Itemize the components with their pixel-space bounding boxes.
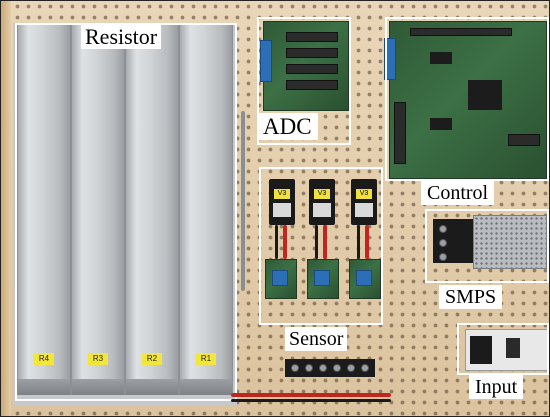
resistor-r4: R4 xyxy=(17,23,71,395)
adc-header xyxy=(286,64,338,74)
input-terminal xyxy=(470,336,492,364)
black-wire xyxy=(357,225,360,259)
resistor-r1: R1 xyxy=(179,23,233,395)
input-label: Input xyxy=(469,375,524,399)
resistor-outline xyxy=(15,23,237,401)
sensor-tag: V3 xyxy=(314,189,330,199)
smps-outline xyxy=(425,209,549,283)
resistor-r2: R2 xyxy=(125,23,179,395)
ic-chip xyxy=(430,52,452,64)
screw xyxy=(333,364,341,372)
control-header xyxy=(508,134,540,146)
voltage-sensor-1: V3 xyxy=(269,179,295,225)
adc-header xyxy=(286,48,338,58)
black-wire xyxy=(275,225,278,259)
sensor-pot xyxy=(356,270,372,286)
smps-unit xyxy=(473,215,547,269)
screw xyxy=(439,225,447,233)
adc-connector xyxy=(260,40,272,82)
control-board xyxy=(384,21,547,179)
screw xyxy=(319,364,327,372)
sensor-label: Sensor xyxy=(285,327,348,351)
sensor-pot xyxy=(272,270,288,286)
screw xyxy=(439,239,447,247)
resistor-foot xyxy=(18,379,70,395)
current-sensor-3 xyxy=(349,259,381,299)
sensor-pot xyxy=(314,270,330,286)
resistor-foot xyxy=(126,379,178,395)
resistor-bank: R4 R3 R2 R1 xyxy=(13,23,237,405)
adc-header xyxy=(286,32,338,42)
adc-label: ADC xyxy=(257,113,318,140)
sensor-outline xyxy=(259,167,383,325)
control-outline xyxy=(385,17,549,181)
black-wire xyxy=(315,225,318,259)
screw xyxy=(439,253,447,261)
sensor-window xyxy=(313,203,331,217)
resistor-foot xyxy=(72,379,124,395)
resistor-tag: R4 xyxy=(34,353,54,365)
red-wire xyxy=(365,225,369,259)
screw xyxy=(347,364,355,372)
red-wire xyxy=(323,225,327,259)
screw xyxy=(305,364,313,372)
sensor-window xyxy=(273,203,291,217)
current-sensor-1 xyxy=(265,259,297,299)
resistor-tag: R2 xyxy=(142,353,162,365)
resistor-foot xyxy=(180,379,232,395)
wooden-frame xyxy=(1,1,11,416)
adc-board xyxy=(260,21,349,111)
breaker-switch xyxy=(506,338,520,358)
resistor-r3: R3 xyxy=(71,23,125,395)
gray-wire xyxy=(241,111,245,291)
resistor-tag: R1 xyxy=(196,353,216,365)
resistor-tag: R3 xyxy=(88,353,108,365)
smps-label: SMPS xyxy=(439,285,503,309)
control-header xyxy=(394,102,406,164)
resistor-label: Resistor xyxy=(81,25,162,49)
input-outline xyxy=(457,323,549,375)
ic-chip xyxy=(430,118,452,130)
screw xyxy=(291,364,299,372)
control-header xyxy=(410,28,512,36)
sensor-tag: V3 xyxy=(274,189,290,199)
terminal-block xyxy=(285,359,375,377)
smps-terminal xyxy=(433,219,473,263)
control-connector xyxy=(384,38,396,80)
sensor-window xyxy=(355,203,373,217)
red-wire xyxy=(283,225,287,259)
black-wire xyxy=(231,399,391,402)
sensor-tag: V3 xyxy=(356,189,372,199)
voltage-sensor-3: V3 xyxy=(351,179,377,225)
current-sensor-2 xyxy=(307,259,339,299)
processor-chip xyxy=(468,80,502,110)
voltage-sensor-2: V3 xyxy=(309,179,335,225)
adc-outline xyxy=(257,17,351,145)
input-breaker xyxy=(465,329,549,371)
red-wire xyxy=(231,393,391,397)
screw xyxy=(361,364,369,372)
adc-header xyxy=(286,80,338,90)
control-label: Control xyxy=(421,181,495,205)
